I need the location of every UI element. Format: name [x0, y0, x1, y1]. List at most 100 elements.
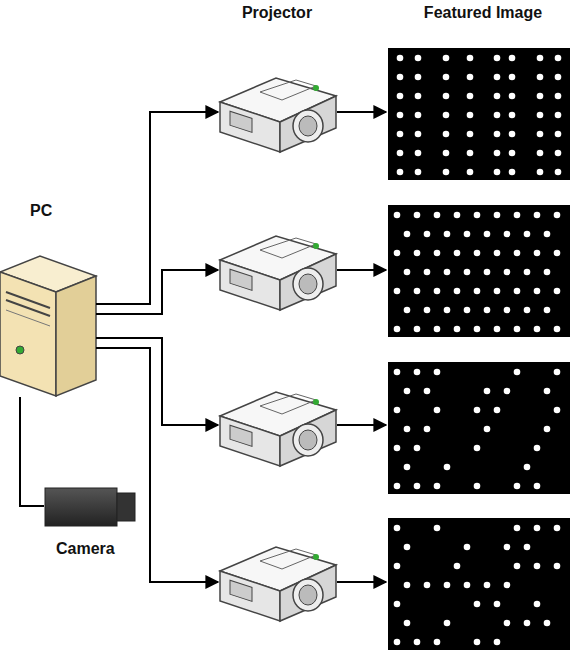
pattern-dot — [537, 150, 544, 157]
pattern-dot — [467, 169, 474, 176]
pattern-dot — [434, 369, 441, 376]
pattern-dot — [415, 55, 422, 62]
pattern-dot — [397, 150, 404, 157]
pattern-dot — [424, 582, 431, 589]
pattern-dot — [555, 131, 562, 138]
pattern-dot — [474, 326, 481, 333]
pattern-dot — [494, 639, 501, 646]
pattern-dot — [434, 212, 441, 219]
pattern-dot — [554, 369, 561, 376]
pattern-dot — [554, 326, 561, 333]
projector — [220, 236, 336, 310]
pattern-dot — [444, 269, 451, 276]
pattern-dot — [509, 112, 516, 119]
pattern-dot — [414, 639, 421, 646]
pattern-dot — [544, 620, 551, 627]
pattern-dots — [394, 55, 562, 646]
pattern-dot — [394, 601, 401, 608]
pattern-dot — [414, 445, 421, 452]
pattern-dot — [474, 445, 481, 452]
pattern-dot — [494, 55, 501, 62]
pattern-dot — [414, 369, 421, 376]
pattern-dot — [415, 169, 422, 176]
pattern-dot — [454, 288, 461, 295]
pattern-dot — [544, 426, 551, 433]
pattern-dot — [504, 582, 511, 589]
pattern-dot — [424, 269, 431, 276]
pattern-dot — [484, 388, 491, 395]
pattern-dot — [524, 544, 531, 551]
pattern-image — [388, 48, 570, 180]
pattern-dot — [434, 326, 441, 333]
pattern-dot — [554, 407, 561, 414]
pattern-dot — [434, 525, 441, 532]
pattern-dot — [443, 131, 450, 138]
pattern-dot — [394, 288, 401, 295]
pattern-dot — [514, 525, 521, 532]
pattern-dot — [394, 212, 401, 219]
pattern-image — [388, 362, 570, 494]
pattern-dot — [404, 426, 411, 433]
pattern-dot — [494, 93, 501, 100]
pattern-dot — [524, 231, 531, 238]
pattern-dot — [544, 269, 551, 276]
pattern-dot — [555, 55, 562, 62]
pattern-dot — [494, 169, 501, 176]
pattern-dot — [555, 93, 562, 100]
pattern-dot — [534, 212, 541, 219]
pattern-dot — [555, 169, 562, 176]
pattern-dot — [394, 407, 401, 414]
pattern-dot — [494, 131, 501, 138]
pattern-dot — [554, 212, 561, 219]
pattern-dot — [504, 269, 511, 276]
pattern-dot — [415, 150, 422, 157]
pc-tower — [0, 256, 96, 396]
pattern-dot — [467, 93, 474, 100]
pattern-dot — [534, 563, 541, 570]
pattern-dot — [467, 131, 474, 138]
pattern-dot — [509, 150, 516, 157]
pattern-dot — [443, 112, 450, 119]
pattern-dot — [434, 639, 441, 646]
pattern-dot — [397, 169, 404, 176]
pattern-dot — [494, 150, 501, 157]
pattern-dot — [443, 55, 450, 62]
pattern-dot — [494, 112, 501, 119]
projector — [220, 392, 336, 466]
pattern-dot — [504, 544, 511, 551]
pattern-dot — [494, 288, 501, 295]
camera-body — [45, 488, 135, 526]
pattern-dot — [474, 407, 481, 414]
pattern-dot — [474, 601, 481, 608]
pattern-dot — [494, 250, 501, 257]
pattern-dot — [514, 326, 521, 333]
pattern-dot — [494, 74, 501, 81]
node-label: PC — [30, 202, 52, 220]
pattern-dot — [415, 74, 422, 81]
pattern-dot — [514, 483, 521, 490]
pattern-dot — [397, 112, 404, 119]
pattern-dot — [434, 483, 441, 490]
pattern-dot — [544, 231, 551, 238]
pattern-dot — [467, 112, 474, 119]
column-heading: Featured Image — [424, 4, 542, 22]
pattern-dot — [524, 464, 531, 471]
pattern-dot — [484, 426, 491, 433]
pattern-dot — [514, 250, 521, 257]
pattern-dot — [509, 55, 516, 62]
pattern-dot — [534, 525, 541, 532]
pattern-dot — [424, 231, 431, 238]
pattern-dot — [454, 326, 461, 333]
pattern-dot — [444, 231, 451, 238]
pattern-dot — [474, 639, 481, 646]
pattern-dot — [404, 388, 411, 395]
pattern-dot — [554, 525, 561, 532]
pattern-dot — [534, 483, 541, 490]
pattern-dot — [504, 620, 511, 627]
pattern-dot — [434, 288, 441, 295]
pattern-dot — [404, 231, 411, 238]
pattern-dot — [534, 288, 541, 295]
pattern-dot — [404, 269, 411, 276]
pattern-dot — [514, 288, 521, 295]
